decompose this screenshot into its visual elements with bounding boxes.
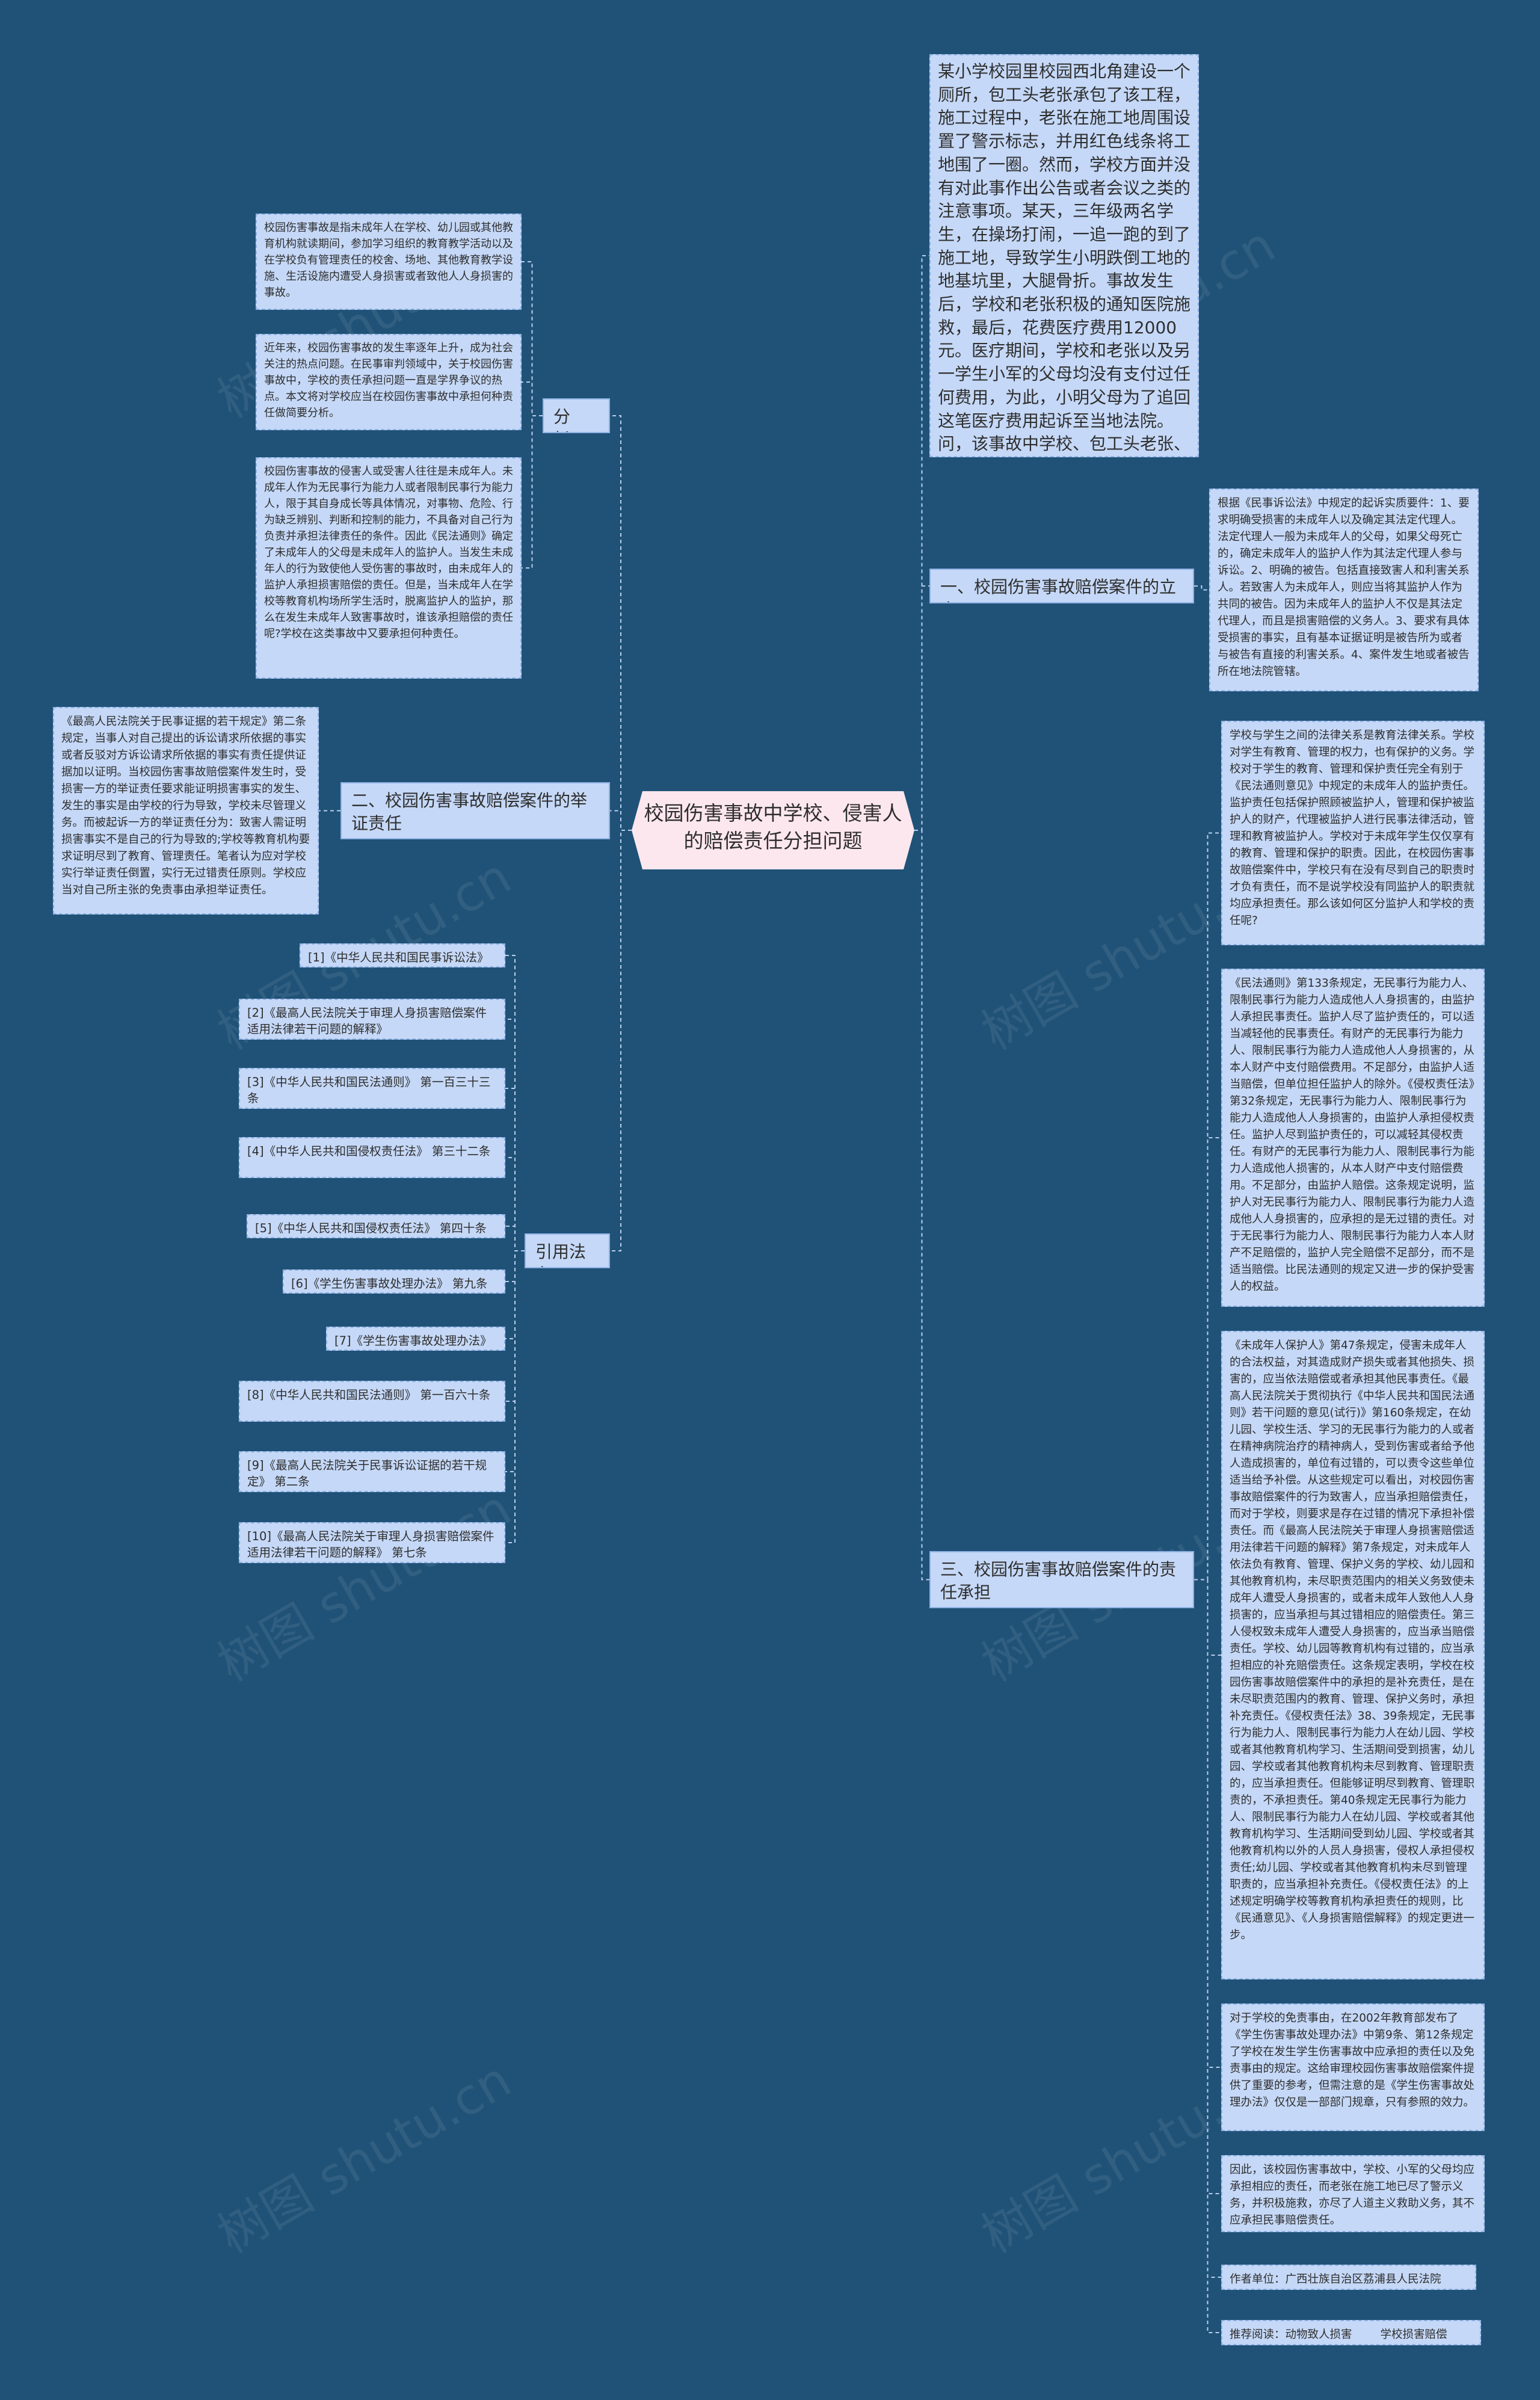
case-story[interactable]: 某小学校园里校园西北角建设一个厕所，包工头老张承包了该工程，施工过程中，老张在施… (929, 54, 1199, 457)
connector-line (505, 1019, 525, 1251)
connector-line (1194, 1579, 1221, 2333)
branch-analysis[interactable]: 分析： (543, 398, 610, 433)
connector-line (1194, 1137, 1221, 1581)
connector-line (914, 830, 929, 1581)
connector-line (1194, 832, 1221, 1581)
watermark: 树图 shutu.cn (208, 2051, 521, 2265)
connector-line (610, 415, 632, 831)
branch-burden-of-proof[interactable]: 二、校园伤害事故赔偿案件的举证责任 (340, 782, 610, 839)
liability-conclusion: 因此，该校园伤害事故中，学校、小军的父母均应承担相应的责任，而老张在施工地已尽了… (1221, 2155, 1485, 2232)
law-ref-2[interactable]: [2]《最高人民法院关于审理人身损害赔偿案件适用法律若干问题的解释》 (239, 999, 505, 1040)
connector-line (505, 1088, 525, 1251)
burden-of-proof-text: 《最高人民法院关于民事证据的若干规定》第二条规定，当事人对自己提出的诉讼请求所依… (53, 707, 319, 915)
connector-line (1194, 585, 1209, 591)
law-ref-10[interactable]: [10]《最高人民法院关于审理人身损害赔偿案件适用法律若干问题的解释》 第七条 (239, 1522, 505, 1563)
recommended-reading[interactable]: 推荐阅读：动物致人损害 学校损害赔偿 (1221, 2320, 1481, 2345)
connector-line (610, 830, 632, 1251)
connector-line (505, 1157, 525, 1251)
branch-liability[interactable]: 三、校园伤害事故赔偿案件的责任承担 (929, 1551, 1194, 1608)
law-ref-3[interactable]: [3]《中华人民共和国民法通则》 第一百三十三条 (239, 1068, 505, 1109)
connector-line (505, 1250, 525, 1282)
connector-line (505, 1250, 525, 1543)
connector-line (1194, 1579, 1221, 2278)
liability-minor-protection: 《未成年人保护人》第47条规定，侵害未成年人的合法权益，对其造成财产损失或者其他… (1221, 1331, 1485, 1979)
branch-filing-case[interactable]: 一、校园伤害事故赔偿案件的立案 (929, 569, 1194, 603)
connector-line (505, 1250, 525, 1339)
analysis-definition: 校园伤害事故是指未成年人在学校、幼儿园或其他教育机构就读期间，参加学习组织的教育… (256, 214, 522, 310)
connector-line (505, 1250, 525, 1402)
connector-line (505, 1226, 525, 1251)
connector-line (1194, 1579, 1221, 1656)
connector-line (522, 415, 543, 569)
law-ref-4[interactable]: [4]《中华人民共和国侵权责任法》 第三十二条 (239, 1137, 505, 1178)
liability-civil-law-133: 《民法通则》第133条规定，无民事行为能力人、限制民事行为能力人造成他人人身损害… (1221, 969, 1485, 1307)
connector-line (914, 255, 929, 831)
central-topic[interactable]: 校园伤害事故中学校、侵害人的赔偿责任分担问题 (632, 791, 914, 869)
law-ref-7[interactable]: [7]《学生伤害事故处理办法》 (326, 1327, 505, 1351)
connector-line (522, 381, 543, 416)
law-ref-1[interactable]: [1]《中华人民共和国民事诉讼法》 (300, 943, 505, 967)
connector-line (1194, 1579, 1221, 2068)
connector-line (505, 955, 525, 1251)
analysis-background: 近年来，校园伤害事故的发生率逐年上升，成为社会关注的热点问题。在民事审判领域中，… (256, 334, 522, 430)
connector-line (1194, 1579, 1221, 2194)
analysis-minor-liability: 校园伤害事故的侵害人或受害人往往是未成年人。未成年人作为无民事行为能力人或者限制… (256, 457, 522, 679)
watermark: 树图 shutu.cn (208, 1479, 521, 1693)
branch-cited-laws[interactable]: 引用法条 (525, 1233, 610, 1268)
filing-case-requirements: 根据《民事诉讼法》中规定的起诉实质要件：1、要求明确受损害的未成年人以及确定其法… (1209, 489, 1479, 691)
connector-line (914, 585, 929, 831)
liability-school-duties: 学校与学生之间的法律关系是教育法律关系。学校对学生有教育、管理的权力，也有保护的… (1221, 721, 1485, 945)
connector-line (505, 1250, 525, 1472)
connector-line (522, 261, 543, 416)
connector-line (610, 810, 632, 831)
law-ref-9[interactable]: [9]《最高人民法院关于民事诉讼证据的若干规定》 第二条 (239, 1451, 505, 1492)
law-ref-5[interactable]: [5]《中华人民共和国侵权责任法》 第四十条 (247, 1214, 505, 1238)
law-ref-6[interactable]: [6]《学生伤害事故处理办法》 第九条 (283, 1269, 505, 1294)
law-ref-8[interactable]: [8]《中华人民共和国民法通则》 第一百六十条 (239, 1381, 505, 1422)
author-unit: 作者单位：广西壮族自治区荔浦县人民法院 (1221, 2265, 1476, 2290)
liability-exemption: 对于学校的免责事由，在2002年教育部发布了《学生伤害事故处理办法》中第9条、第… (1221, 2004, 1485, 2131)
